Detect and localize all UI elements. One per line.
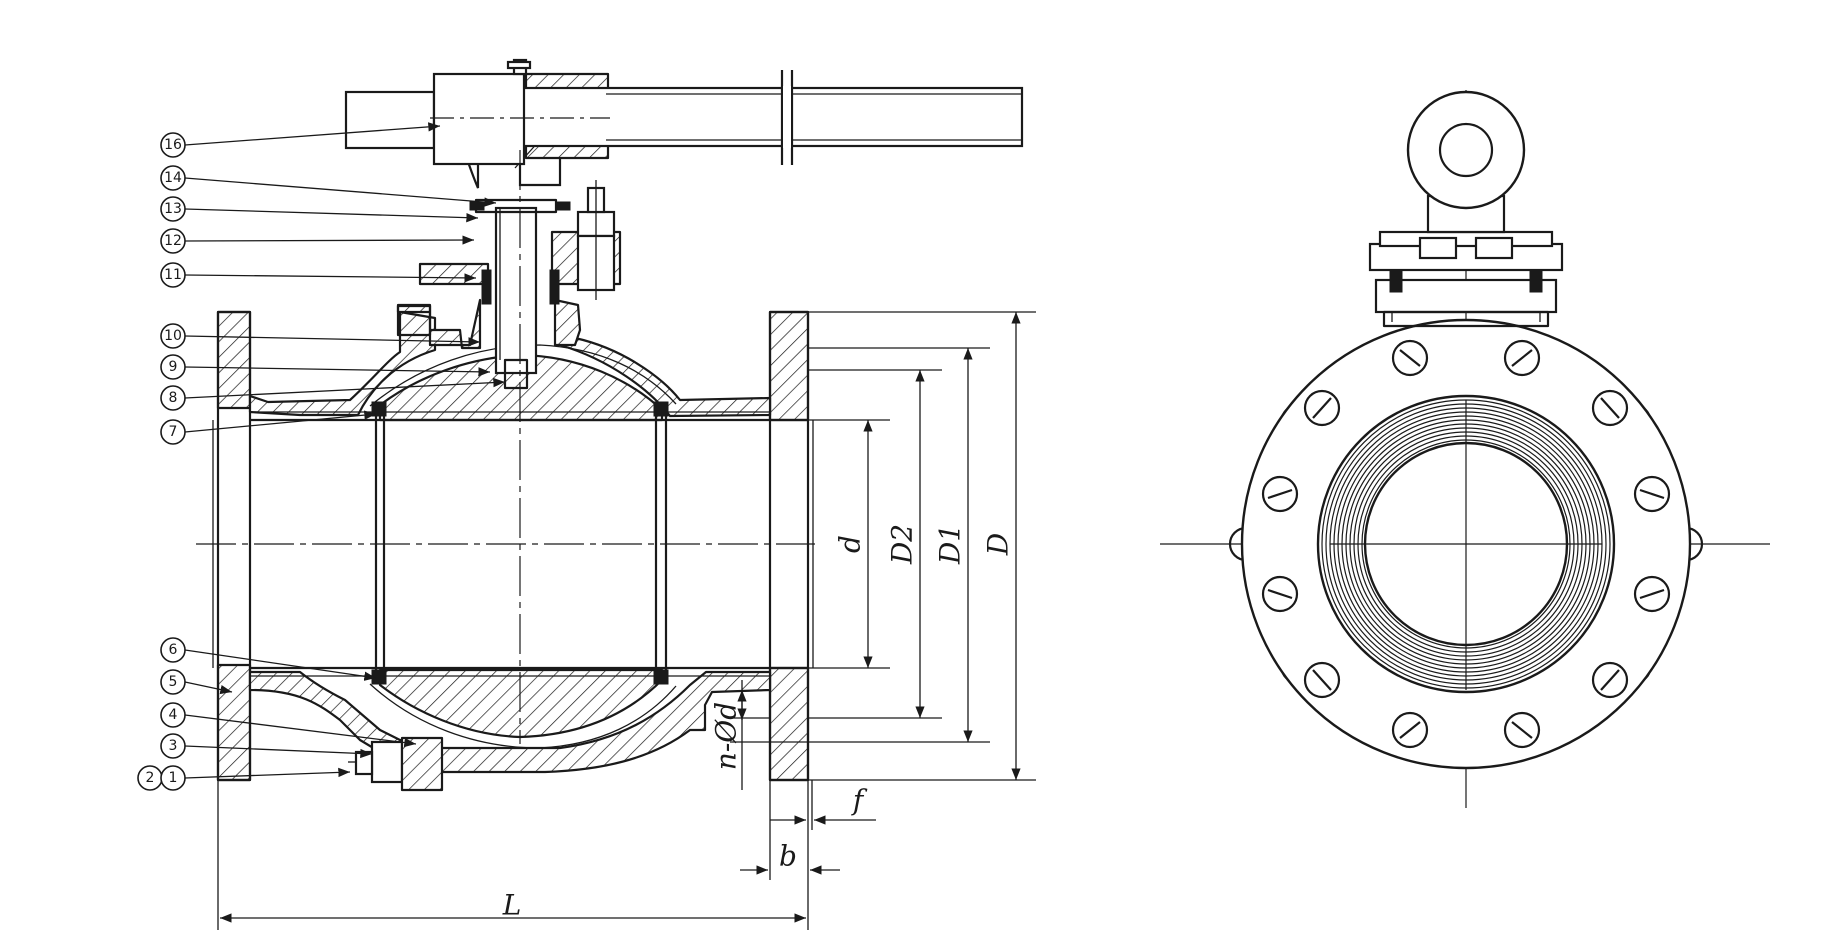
stem — [494, 206, 538, 375]
body-upper — [248, 310, 437, 417]
callout-2: 2 — [146, 770, 155, 786]
callout-3: 3 — [169, 738, 178, 754]
left-flange — [216, 310, 252, 410]
callout-6: 6 — [169, 642, 178, 658]
callout-16: 16 — [164, 137, 182, 153]
callout-9: 9 — [169, 359, 178, 375]
right-flange — [768, 310, 810, 422]
callout-12: 12 — [164, 233, 182, 249]
callout-5: 5 — [169, 674, 178, 690]
dim-label-L: L — [502, 889, 522, 922]
callout-14: 14 — [164, 170, 182, 186]
dim-label-D2: D2 — [886, 524, 919, 565]
dim-label-d: d — [834, 535, 867, 553]
dim-label-D: D — [982, 533, 1015, 556]
section-view — [196, 58, 1024, 792]
dim-label-b: b — [779, 840, 797, 873]
drain-plug — [370, 740, 404, 784]
callout-4: 4 — [169, 707, 178, 723]
handle-sleeve — [344, 90, 436, 150]
callout-10: 10 — [164, 328, 182, 344]
callout-1: 1 — [169, 770, 178, 786]
dim-label-D1: D1 — [934, 524, 967, 565]
callout-11: 11 — [164, 267, 182, 283]
handle-lever — [520, 86, 1024, 148]
callout-8: 8 — [169, 390, 178, 406]
dim-label-f: f — [851, 784, 868, 817]
gland-flange-left — [418, 262, 490, 286]
end-view — [1160, 90, 1770, 808]
ball-lower — [378, 668, 664, 739]
dimension-labels: d D2 D1 D n-Ød f b L — [502, 524, 1015, 922]
callout-13: 13 — [164, 201, 182, 217]
callout-7: 7 — [169, 424, 178, 440]
end-bolt-holes — [1261, 339, 1671, 749]
dimension-lines — [217, 311, 1036, 930]
end-gland-plate — [1374, 278, 1558, 314]
dim-label-bolt-holes: n-Ød — [710, 702, 743, 770]
callouts: 16 14 13 12 11 10 9 8 7 6 5 4 3 2 1 — [137, 122, 506, 791]
